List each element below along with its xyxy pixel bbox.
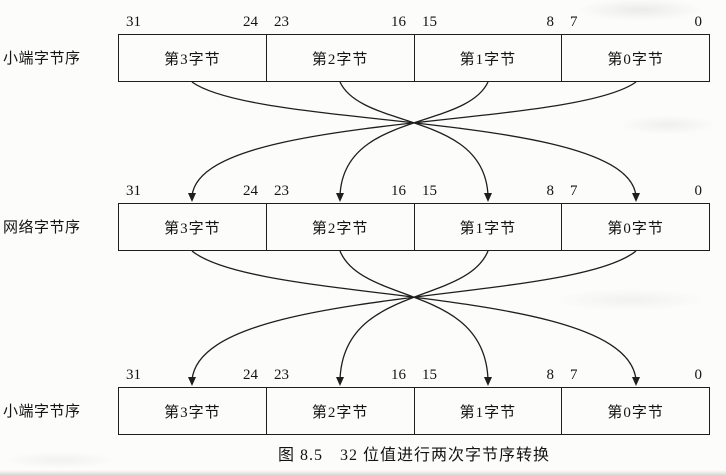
bit-segment: 7 0 <box>562 182 710 203</box>
bit-label: 23 <box>274 14 289 30</box>
bit-segment: 31 24 <box>118 13 266 34</box>
bit-label: 23 <box>274 367 289 383</box>
bit-label: 31 <box>126 14 141 30</box>
byte-cell: 第2字节 <box>265 35 414 81</box>
bit-label: 31 <box>126 183 141 199</box>
byte-cell: 第1字节 <box>413 35 562 81</box>
bit-label: 7 <box>570 367 578 383</box>
bit-label: 0 <box>694 183 703 199</box>
byte-cell: 第1字节 <box>413 204 562 250</box>
bit-label: 24 <box>243 14 258 30</box>
bit-scale: 31 24 23 16 15 8 7 0 <box>118 13 710 34</box>
byte-cell: 第2字节 <box>265 204 414 250</box>
bit-segment: 7 0 <box>562 13 710 34</box>
bit-scale: 31 24 23 16 15 8 7 0 <box>118 182 710 203</box>
figure-caption: 图 8.5 32 位值进行两次字节序转换 <box>277 447 550 464</box>
bit-label: 16 <box>391 14 406 30</box>
row-label: 网络字节序 <box>3 220 81 236</box>
byte-cell: 第2字节 <box>265 388 414 434</box>
word-box: 第3字节 第2字节 第1字节 第0字节 <box>118 203 710 251</box>
byte-cell: 第0字节 <box>561 388 709 434</box>
bit-label: 8 <box>546 367 555 383</box>
bit-label: 7 <box>570 183 578 199</box>
byte-cell: 第0字节 <box>561 204 709 250</box>
bit-label: 0 <box>694 367 703 383</box>
row-label: 小端字节序 <box>3 51 81 67</box>
byte-cell: 第3字节 <box>164 51 221 68</box>
row-network-order: 网络字节序 31 24 23 16 15 8 7 0 第3字节 第2字节 第1字… <box>0 182 726 251</box>
row-little-endian-top: 小端字节序 31 24 23 16 15 8 7 0 第3字节 第2字节 第1字… <box>0 13 726 82</box>
bit-segment: 23 16 <box>266 366 414 387</box>
byte-cell: 第3字节 <box>164 404 221 421</box>
bit-label: 15 <box>422 183 437 199</box>
bit-scale: 31 24 23 16 15 8 7 0 <box>118 366 710 387</box>
bit-label: 31 <box>126 367 141 383</box>
bit-segment: 15 8 <box>414 13 562 34</box>
bit-label: 8 <box>546 14 555 30</box>
bit-label: 24 <box>243 367 258 383</box>
bit-segment: 23 16 <box>266 182 414 203</box>
bit-segment: 15 8 <box>414 182 562 203</box>
bit-label: 7 <box>570 14 578 30</box>
word-box: 第3字节 第2字节 第1字节 第0字节 <box>118 387 710 435</box>
row-label: 小端字节序 <box>3 404 81 420</box>
bit-label: 15 <box>422 367 437 383</box>
byte-cell: 第1字节 <box>413 388 562 434</box>
bit-label: 8 <box>546 183 555 199</box>
bit-segment: 31 24 <box>118 182 266 203</box>
bit-label: 15 <box>422 14 437 30</box>
bit-segment: 15 8 <box>414 366 562 387</box>
bit-segment: 31 24 <box>118 366 266 387</box>
word-box: 第3字节 第2字节 第1字节 第0字节 <box>118 34 710 82</box>
row-little-endian-bottom: 小端字节序 31 24 23 16 15 8 7 0 第3字节 第2字节 第1字… <box>0 366 726 435</box>
bit-label: 16 <box>391 183 406 199</box>
bit-label: 23 <box>274 183 289 199</box>
byte-cell: 第0字节 <box>561 35 709 81</box>
bit-label: 0 <box>694 14 703 30</box>
bit-label: 24 <box>243 183 258 199</box>
bit-segment: 7 0 <box>562 366 710 387</box>
byte-cell: 第3字节 <box>164 220 221 237</box>
bit-segment: 23 16 <box>266 13 414 34</box>
bit-label: 16 <box>391 367 406 383</box>
